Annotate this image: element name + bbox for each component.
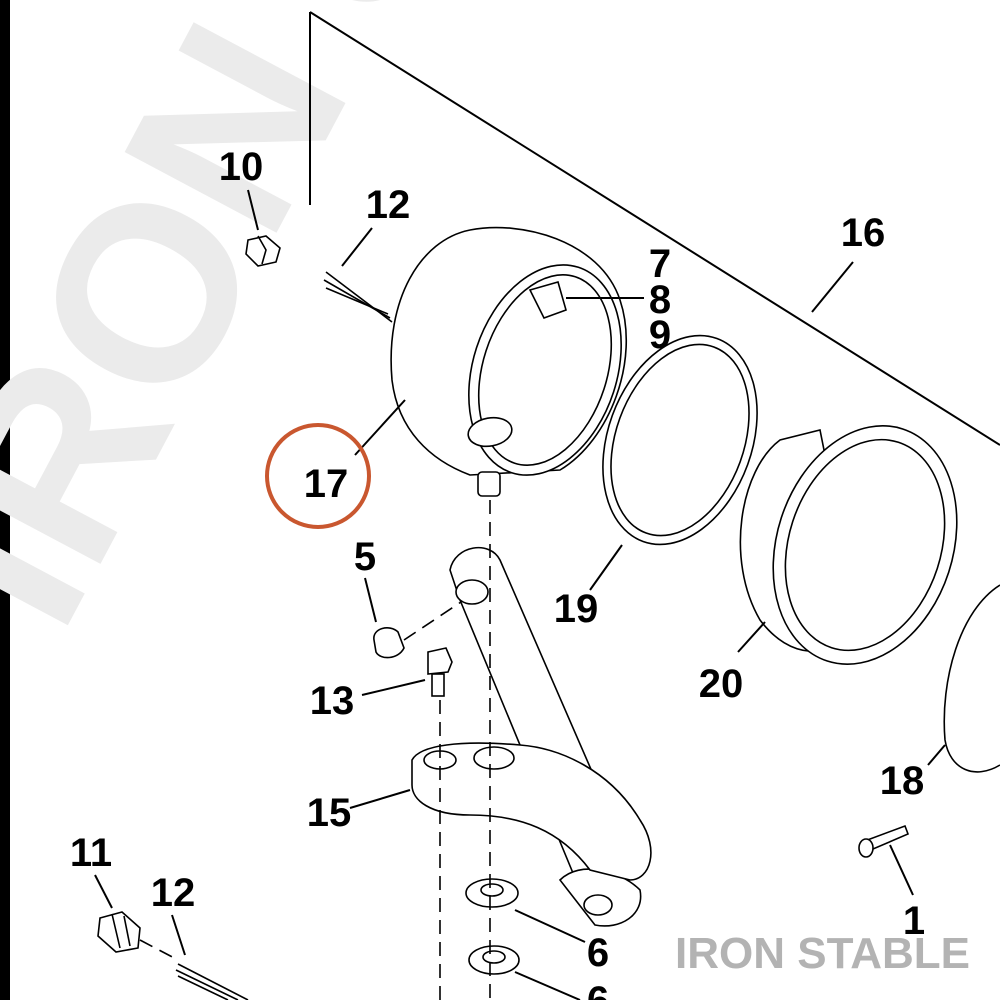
brand-logo-text: IRON STABLE (675, 929, 970, 978)
axis-dash-5 (403, 595, 471, 641)
acorn-nut-5 (373, 627, 405, 659)
leader-1 (889, 844, 914, 896)
highlight-circle-17 (265, 423, 371, 529)
leader-5 (364, 577, 377, 623)
label-8: 8 (649, 278, 671, 322)
axis-dash-11 (139, 939, 179, 961)
headlamp-housing-17 (390, 226, 644, 497)
leader-6 (514, 909, 586, 943)
label-1: 1 (903, 899, 925, 943)
label-7: 7 (649, 242, 671, 286)
leader-12-bottom (171, 914, 186, 956)
label-6: 6 (587, 931, 609, 975)
leader-16 (811, 261, 854, 313)
group-bracket-line (309, 11, 1000, 446)
left-edge-bar (0, 0, 10, 1000)
leader-18 (927, 744, 946, 766)
leader-19 (589, 544, 623, 591)
visor-18 (943, 584, 1000, 773)
connector-11 (97, 911, 141, 953)
label-6b: 6 (587, 979, 609, 1000)
label-13: 13 (310, 679, 355, 723)
washer-6 (465, 878, 519, 908)
label-16: 16 (841, 211, 886, 255)
label-5: 5 (354, 535, 376, 579)
label-12-bottom: 12 (151, 871, 196, 915)
washer-6b (468, 945, 520, 975)
leader-11 (94, 874, 113, 909)
label-11: 11 (70, 831, 112, 875)
leader-10 (247, 189, 259, 231)
label-10: 10 (219, 145, 264, 189)
led-headlamp-20 (739, 425, 958, 665)
clamp-15 (411, 742, 652, 881)
leader-13 (361, 679, 426, 696)
leader-17 (354, 399, 406, 456)
label-17: 17 (304, 462, 349, 506)
label-19: 19 (554, 587, 599, 631)
screw-1 (858, 824, 910, 858)
wires-12-top (323, 271, 393, 323)
trim-ring-19 (602, 334, 758, 546)
label-9: 9 (649, 313, 671, 357)
label-15: 15 (307, 791, 352, 835)
wires-12-bottom (175, 963, 249, 1000)
bolt-13 (427, 647, 453, 697)
label-18: 18 (880, 759, 925, 803)
label-20: 20 (699, 662, 744, 706)
leader-20 (737, 621, 766, 653)
label-12-top: 12 (366, 183, 411, 227)
connector-10 (245, 235, 281, 267)
leader-15 (349, 789, 411, 809)
leader-12-top (341, 227, 373, 267)
leader-6b (514, 971, 581, 1000)
